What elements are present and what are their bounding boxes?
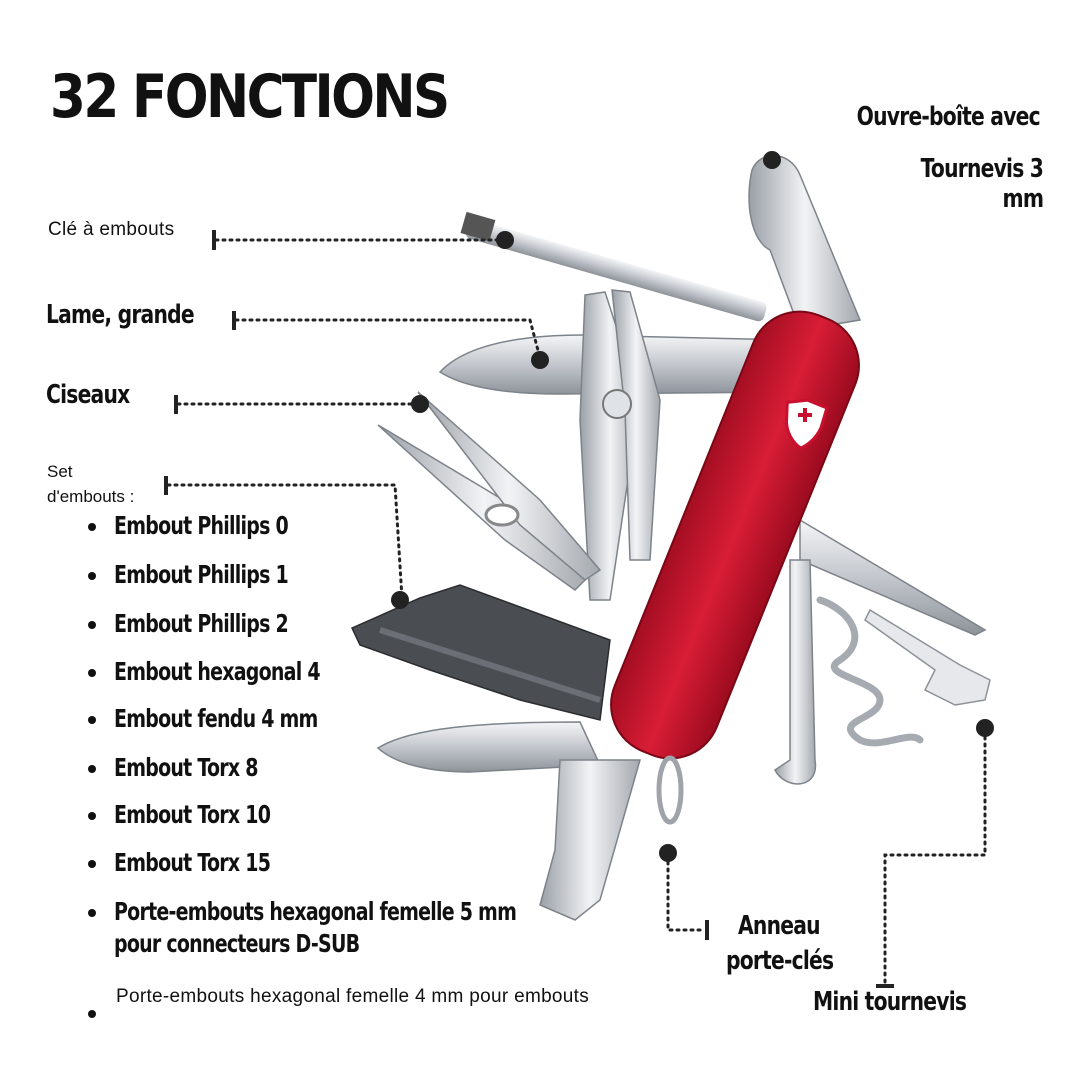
label-scissors: Ciseaux: [46, 380, 130, 410]
label-screwdriver-wrap: Tournevis 3: [743, 154, 1043, 188]
label-bit-wrench: Clé à embouts: [48, 219, 175, 240]
bottle-opener-icon: [539, 759, 641, 921]
label-screwdriver-line1: Tournevis 3: [920, 154, 1043, 184]
hook-icon: [774, 559, 817, 785]
file-blade-icon: [799, 518, 987, 636]
page-title: 32 FONCTIONS: [50, 62, 450, 132]
mini-screwdriver-icon: [864, 608, 991, 706]
leader-lines: [166, 158, 987, 987]
label-key-ring-line1: Anneau: [738, 911, 821, 941]
bit-set-case-icon: [350, 584, 611, 721]
label-bit-set-line1: Set: [47, 462, 73, 481]
small-blade-icon: [376, 721, 602, 773]
leader-ticks: [164, 230, 894, 988]
label-screwdriver-line2: mm: [1002, 184, 1043, 214]
label-can-opener: Ouvre-boîte avec: [856, 102, 1041, 132]
scissors-icon: [377, 424, 592, 591]
label-mini-screwdriver: Mini tournevis: [813, 987, 967, 1017]
leader-dots: [391, 151, 994, 862]
label-key-ring-line2: porte-clés: [726, 946, 834, 976]
label-screwdriver-wrap2: mm: [843, 184, 1043, 218]
red-handle-icon: [610, 310, 860, 760]
bit-wrench-icon: [460, 211, 767, 322]
label-can-opener-wrap: Ouvre-boîte avec: [740, 102, 1041, 136]
key-ring-icon: [656, 755, 684, 825]
label-bit-set-line2: d'embouts :: [47, 487, 135, 506]
label-large-blade: Lame, grande: [46, 300, 195, 330]
corkscrew-icon: [816, 596, 924, 747]
